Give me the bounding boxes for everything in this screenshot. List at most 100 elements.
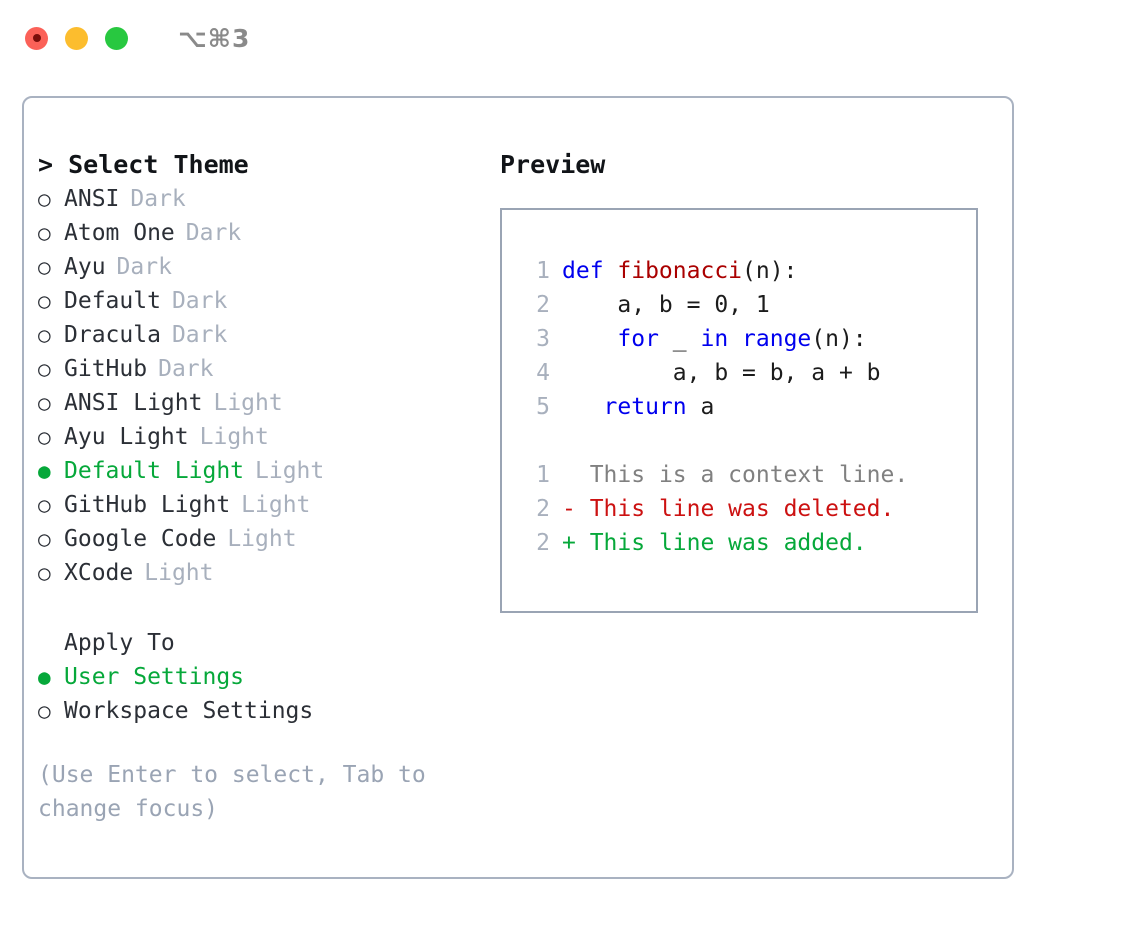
code-diff-separator bbox=[520, 424, 976, 458]
diff-line-number: 1 bbox=[536, 462, 550, 488]
diff-line: 2- This line was deleted. bbox=[520, 492, 976, 526]
code-line-content: for _ in range(n): bbox=[562, 322, 866, 356]
titlebar: ⌥⌘3 bbox=[0, 0, 1140, 76]
select-theme-heading: > Select Theme bbox=[38, 150, 249, 179]
theme-option-github[interactable]: ○ GitHub Dark bbox=[38, 352, 498, 386]
radio-unselected-icon: ○ bbox=[38, 357, 51, 381]
code-token-plain bbox=[562, 394, 604, 420]
maximize-window-button[interactable] bbox=[105, 26, 128, 50]
theme-option-label: Default Light bbox=[64, 458, 245, 484]
apply-to-option-workspace-settings[interactable]: ○ Workspace Settings bbox=[38, 694, 498, 728]
code-line: 4 a, b = b, a + b bbox=[520, 356, 976, 390]
theme-option-variant-tag: Light bbox=[213, 390, 283, 416]
theme-option-ayu-light[interactable]: ○ Ayu Light Light bbox=[38, 420, 498, 454]
code-line: 2 a, b = 0, 1 bbox=[520, 288, 976, 322]
radio-unselected-icon: ○ bbox=[38, 255, 51, 279]
theme-option-label: Dracula bbox=[64, 322, 161, 348]
apply-to-option-user-settings[interactable]: ● User Settings bbox=[38, 660, 498, 694]
code-token-kw: return bbox=[603, 394, 687, 420]
code-line-number: 4 bbox=[536, 360, 550, 386]
theme-option-variant-tag: Light bbox=[241, 492, 311, 518]
radio-unselected-icon: ○ bbox=[38, 699, 51, 723]
radio-unselected-icon: ○ bbox=[38, 323, 51, 347]
theme-option-xcode[interactable]: ○ XCode Light bbox=[38, 556, 498, 590]
radio-unselected-icon: ○ bbox=[38, 425, 51, 449]
code-line-number: 5 bbox=[536, 394, 550, 420]
code-token-kw: for bbox=[617, 326, 659, 352]
radio-unselected-icon: ○ bbox=[38, 561, 51, 585]
code-line-content: a, b = 0, 1 bbox=[562, 288, 770, 322]
theme-option-variant-tag: Dark bbox=[185, 220, 242, 246]
code-line-content: a, b = b, a + b bbox=[562, 356, 881, 390]
window-controls bbox=[25, 26, 128, 50]
code-token-kw: def bbox=[562, 258, 618, 284]
theme-option-atom-one[interactable]: ○ Atom One Dark bbox=[38, 216, 498, 250]
radio-unselected-icon: ○ bbox=[38, 391, 51, 415]
code-line-number: 2 bbox=[536, 292, 550, 318]
close-window-button[interactable] bbox=[25, 26, 48, 50]
code-line: 5 return a bbox=[520, 390, 976, 424]
radio-selected-icon: ● bbox=[38, 665, 51, 689]
theme-option-label: Ayu bbox=[64, 254, 106, 280]
code-token-plain: a, b = 0, 1 bbox=[562, 292, 770, 318]
theme-option-ayu[interactable]: ○ Ayu Dark bbox=[38, 250, 498, 284]
apply-to-list[interactable]: ● User Settings ○ Workspace Settings bbox=[38, 660, 498, 728]
code-token-kw: in range bbox=[700, 326, 812, 352]
theme-option-label: ANSI bbox=[64, 186, 120, 212]
code-token-plain: _ bbox=[658, 326, 701, 352]
theme-option-variant-tag: Light bbox=[199, 424, 269, 450]
theme-option-variant-tag: Dark bbox=[116, 254, 172, 280]
radio-unselected-icon: ○ bbox=[38, 187, 51, 211]
recording-dot-icon bbox=[32, 34, 41, 42]
code-token-plain: a bbox=[686, 394, 715, 420]
apply-to-heading: Apply To bbox=[64, 630, 175, 656]
theme-option-label: XCode bbox=[64, 560, 134, 586]
code-line: 3 for _ in range(n): bbox=[520, 322, 976, 356]
theme-option-label: GitHub Light bbox=[64, 492, 231, 518]
code-token-plain: (n): bbox=[742, 258, 798, 284]
diff-line-text: This line was deleted. bbox=[575, 496, 895, 522]
diff-line-number: 2 bbox=[536, 496, 550, 522]
diff-marker bbox=[562, 458, 576, 492]
diff-line-text: This line was added. bbox=[575, 530, 867, 556]
theme-option-label: Google Code bbox=[64, 526, 217, 552]
theme-option-variant-tag: Light bbox=[144, 560, 214, 586]
theme-option-label: Ayu Light bbox=[64, 424, 189, 450]
code-token-fn: fibonacci bbox=[617, 258, 743, 284]
radio-unselected-icon: ○ bbox=[38, 289, 51, 313]
apply-to-option-label: Workspace Settings bbox=[64, 698, 314, 724]
diff-line-number: 2 bbox=[536, 530, 550, 556]
diff-marker: - bbox=[562, 496, 576, 522]
theme-option-label: Atom One bbox=[64, 220, 175, 246]
minimize-window-button[interactable] bbox=[65, 26, 88, 50]
code-line-number: 3 bbox=[536, 326, 550, 352]
window-title-shortcut: ⌥⌘3 bbox=[178, 23, 251, 53]
keyboard-hint-text: (Use Enter to select, Tab to change focu… bbox=[38, 762, 440, 822]
code-line-content: return a bbox=[562, 390, 715, 424]
radio-unselected-icon: ○ bbox=[38, 221, 51, 245]
theme-option-variant-tag: Dark bbox=[158, 356, 214, 382]
code-line-content: def fibonacci(n): bbox=[562, 254, 797, 288]
theme-option-variant-tag: Dark bbox=[171, 322, 228, 348]
theme-option-label: Default bbox=[64, 288, 161, 314]
apply-to-option-label: User Settings bbox=[64, 664, 245, 690]
theme-option-dracula[interactable]: ○ Dracula Dark bbox=[38, 318, 498, 352]
theme-option-label: GitHub bbox=[64, 356, 148, 382]
diff-marker: + bbox=[562, 530, 576, 556]
diff-line-text: This is a context line. bbox=[575, 462, 909, 488]
diff-line: 1 This is a context line. bbox=[520, 458, 976, 492]
